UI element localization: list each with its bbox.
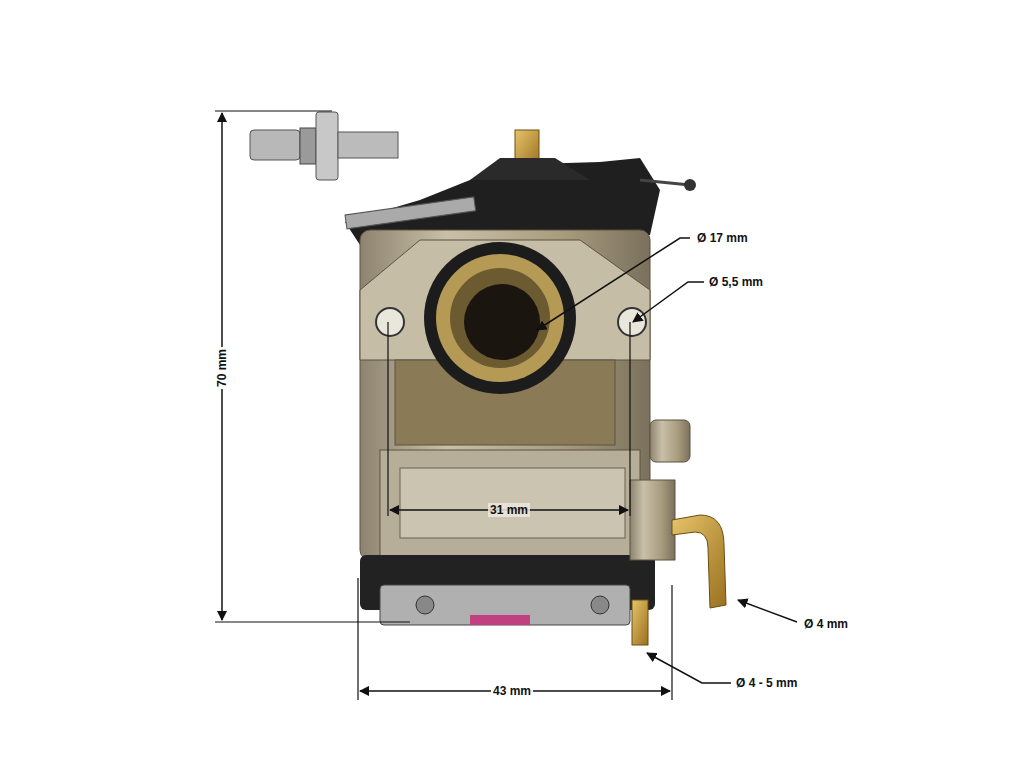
dimension-label: 43 mm: [491, 684, 533, 698]
dimension-label: Ø 5,5 mm: [707, 275, 765, 289]
dimension-label: Ø 17 mm: [695, 231, 750, 245]
dimension-label: Ø 4 - 5 mm: [734, 676, 799, 690]
dimension-label: 70 mm: [215, 347, 229, 389]
dimension-label: 31 mm: [488, 503, 530, 517]
dimension-label: Ø 4 mm: [802, 617, 850, 631]
